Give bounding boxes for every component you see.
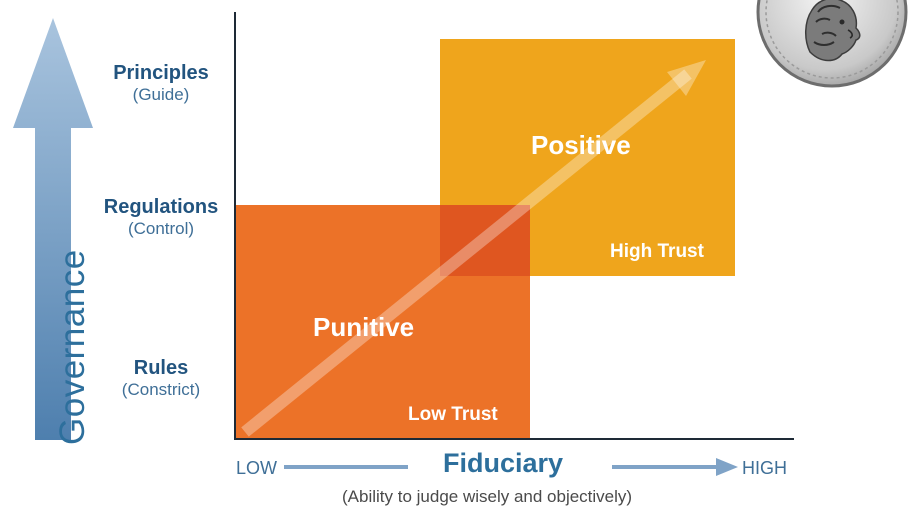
x-axis-title: Fiduciary [443,448,564,478]
high-trust-label: High Trust [610,241,704,262]
y-axis-line [234,12,236,440]
level-regulations-sub: (Control) [127,219,195,238]
level-regulations: Regulations (Control) [81,196,241,239]
level-rules-label: Rules [133,357,189,379]
punitive-label: Punitive [313,312,415,342]
low-trust-label: Low Trust [408,404,498,425]
x-axis-subtitle: (Ability to judge wisely and objectively… [342,487,633,506]
governance-arrow-icon [13,18,93,440]
level-rules-sub: (Constrict) [121,380,201,399]
coin-portrait-icon [756,0,908,88]
x-axis-line [234,438,794,440]
x-axis-high-label: HIGH [742,458,787,478]
level-regulations-label: Regulations [103,196,219,218]
level-rules: Rules (Constrict) [81,357,241,400]
level-principles-sub: (Guide) [132,85,190,104]
positive-label: Positive [531,130,631,160]
level-principles: Principles (Guide) [81,62,241,105]
overlap-region [440,205,530,276]
x-axis-low-label: LOW [236,458,278,478]
level-principles-label: Principles [113,62,209,84]
